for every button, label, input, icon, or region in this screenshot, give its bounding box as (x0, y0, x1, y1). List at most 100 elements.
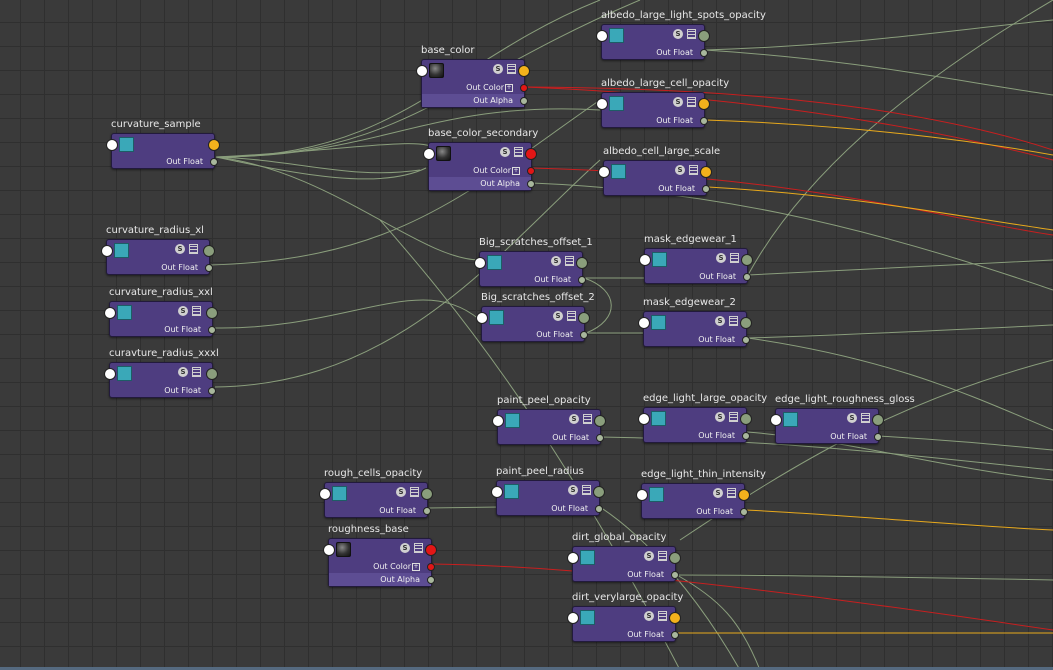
output-plug[interactable] (520, 84, 528, 92)
input-plug[interactable] (598, 166, 610, 178)
output-plug[interactable] (740, 413, 752, 425)
node-body[interactable]: S Out Float (567, 606, 681, 642)
list-icon[interactable] (582, 485, 591, 495)
s-icon[interactable]: S (673, 97, 683, 107)
output-row-color[interactable]: Out Color+ (429, 164, 535, 177)
s-icon[interactable]: S (500, 147, 510, 157)
node-body[interactable]: Out Float (106, 133, 220, 169)
s-icon[interactable]: S (713, 488, 723, 498)
list-icon[interactable] (192, 367, 201, 377)
input-plug[interactable] (423, 148, 435, 160)
output-plug[interactable] (740, 508, 748, 516)
input-plug[interactable] (104, 307, 116, 319)
node-mask-edgewear-2[interactable]: mask_edgewear_2 S Out Float (638, 297, 752, 347)
input-plug[interactable] (567, 612, 579, 624)
s-icon[interactable]: S (673, 29, 683, 39)
output-plug[interactable] (203, 245, 215, 257)
node-body[interactable]: S Out Float (596, 24, 710, 60)
output-row-float[interactable]: Out Float (110, 384, 216, 397)
s-icon[interactable]: S (175, 244, 185, 254)
list-icon[interactable] (410, 487, 419, 497)
input-plug[interactable] (636, 489, 648, 501)
s-icon[interactable]: S (715, 316, 725, 326)
node-body[interactable]: S Out Float (639, 248, 753, 284)
input-plug[interactable] (101, 245, 113, 257)
list-icon[interactable] (689, 165, 698, 175)
output-plug[interactable] (742, 432, 750, 440)
node-body[interactable]: S Out Float (596, 92, 710, 128)
input-plug[interactable] (416, 65, 428, 77)
input-plug[interactable] (323, 544, 335, 556)
output-row-float[interactable]: Out Float (645, 270, 751, 283)
output-plug[interactable] (580, 331, 588, 339)
output-plug[interactable] (206, 307, 218, 319)
node-body[interactable]: S Out Float (638, 311, 752, 347)
list-icon[interactable] (414, 543, 423, 553)
s-icon[interactable]: S (847, 413, 857, 423)
s-icon[interactable]: S (551, 256, 561, 266)
output-row-float[interactable]: Out Float (602, 46, 708, 59)
output-plug[interactable] (594, 415, 606, 427)
node-body[interactable]: S Out Float (638, 407, 752, 443)
output-plug[interactable] (576, 257, 588, 269)
input-plug[interactable] (639, 254, 651, 266)
list-icon[interactable] (583, 414, 592, 424)
node-base-color[interactable]: base_color S Out Color+ Out Alpha (416, 45, 530, 108)
node-body[interactable]: S Out Float (770, 408, 884, 444)
output-row-float[interactable]: Out Float (602, 114, 708, 127)
s-icon[interactable]: S (644, 551, 654, 561)
output-plug[interactable] (208, 387, 216, 395)
list-icon[interactable] (507, 64, 516, 74)
node-body[interactable]: S Out Float (598, 160, 712, 196)
output-row-float[interactable]: Out Float (644, 333, 750, 346)
list-icon[interactable] (658, 611, 667, 621)
output-row-float[interactable]: Out Float (573, 628, 679, 641)
node-body[interactable]: S Out Float (104, 301, 218, 337)
node-body[interactable]: S Out Float (104, 362, 218, 398)
output-plug[interactable] (669, 552, 681, 564)
output-row-float[interactable]: Out Float (497, 502, 603, 515)
s-icon[interactable]: S (568, 485, 578, 495)
list-icon[interactable] (189, 244, 198, 254)
s-icon[interactable]: S (396, 487, 406, 497)
output-row-alpha[interactable]: Out Alpha (429, 177, 535, 190)
output-plug[interactable] (741, 254, 753, 266)
input-plug[interactable] (319, 488, 331, 500)
expand-icon[interactable]: + (505, 83, 513, 92)
node-curvature-radius-xl[interactable]: curvature_radius_xl S Out Float (101, 225, 215, 275)
node-rough-cells-opacity[interactable]: rough_cells_opacity S Out Float (319, 468, 433, 518)
input-plug[interactable] (567, 552, 579, 564)
list-icon[interactable] (658, 551, 667, 561)
node-dirt-global-opacity[interactable]: dirt_global_opacity S Out Float (567, 532, 681, 582)
output-plug[interactable] (525, 148, 537, 160)
output-row-float[interactable]: Out Float (482, 328, 588, 341)
node-dirt-verylarge-opacity[interactable]: dirt_verylarge_opacity S Out Float (567, 592, 683, 642)
output-row-float[interactable]: Out Float (112, 155, 218, 168)
node-curvature-sample[interactable]: curvature_sample Out Float (106, 119, 220, 169)
output-plug[interactable] (740, 317, 752, 329)
output-plug[interactable] (700, 117, 708, 125)
output-plug[interactable] (205, 264, 213, 272)
node-albedo-cell-large-scale[interactable]: albedo_cell_large_scale S Out Float (598, 146, 720, 196)
s-icon[interactable]: S (553, 311, 563, 321)
output-row-alpha[interactable]: Out Alpha (422, 94, 528, 107)
s-icon[interactable]: S (178, 306, 188, 316)
output-plug[interactable] (527, 180, 535, 188)
list-icon[interactable] (565, 256, 574, 266)
output-plug[interactable] (206, 368, 218, 380)
node-body[interactable]: S Out Float (476, 306, 590, 342)
output-row-float[interactable]: Out Float (644, 429, 750, 442)
expand-icon[interactable]: + (412, 562, 420, 571)
output-plug[interactable] (595, 505, 603, 513)
input-plug[interactable] (491, 486, 503, 498)
node-body[interactable]: S Out Float (474, 251, 588, 287)
node-body[interactable]: S Out Color+ Out Alpha (423, 142, 537, 191)
output-row-float[interactable]: Out Float (776, 430, 882, 443)
node-albedo-large-cell-opacity[interactable]: albedo_large_cell_opacity S Out Float (596, 78, 729, 128)
input-plug[interactable] (492, 415, 504, 427)
output-row-color[interactable]: Out Color+ (329, 560, 435, 573)
input-plug[interactable] (474, 257, 486, 269)
output-plug[interactable] (671, 571, 679, 579)
output-row-float[interactable]: Out Float (604, 182, 710, 195)
output-row-float[interactable]: Out Float (480, 273, 586, 286)
